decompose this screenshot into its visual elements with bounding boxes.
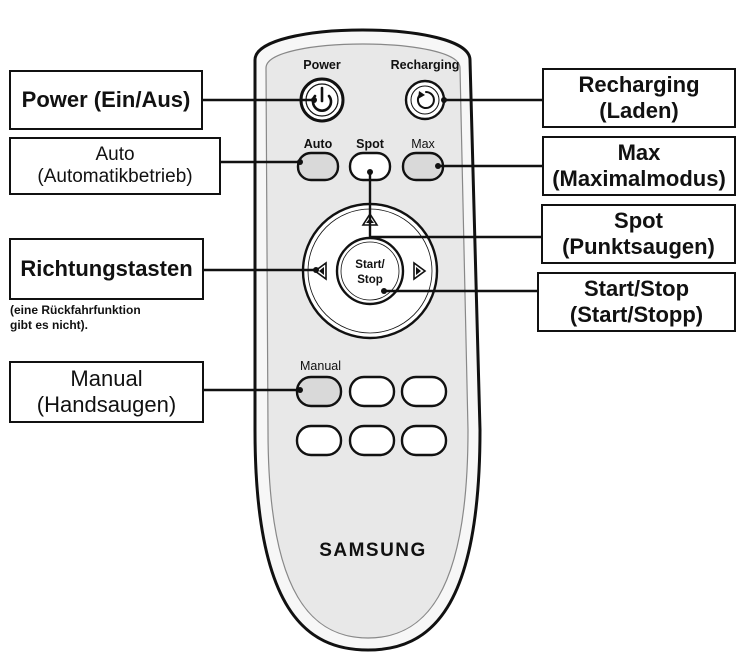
max-callout: Max (Maximalmodus) [542, 136, 736, 196]
max-key-label: Max [411, 137, 435, 151]
recharge-icon [416, 91, 435, 109]
recharging-callout-line2: (Laden) [599, 98, 679, 123]
keypad-button[interactable] [348, 424, 396, 457]
keypad-button[interactable] [400, 424, 448, 457]
recharging-callout-line1: Recharging [578, 72, 700, 97]
manual-key[interactable] [295, 375, 343, 408]
power-callout: Power (Ein/Aus) [9, 70, 203, 130]
leader-dots [297, 97, 447, 393]
max-callout-line1: Max [617, 140, 661, 165]
start-stop-key-label-line2: Stop [357, 274, 383, 286]
manual-key-label: Manual [300, 359, 341, 373]
keypad-button[interactable] [295, 424, 343, 457]
manual-callout: Manual (Handsaugen) [9, 361, 204, 423]
manual-callout-line1: Manual [70, 366, 143, 391]
direction-note: (eine Rückfahrfunktion gibt es nicht). [10, 303, 141, 333]
start-stop-callout-line1: Start/Stop [583, 276, 690, 301]
recharging-key-label: Recharging [391, 58, 460, 72]
recharging-key[interactable] [404, 79, 446, 121]
auto-callout-line1: Auto [95, 144, 135, 165]
auto-callout-line2: (Automatikbetrieb) [37, 166, 193, 187]
start-stop-callout-line2: (Start/Stopp) [569, 302, 704, 327]
auto-key[interactable] [296, 151, 340, 182]
power-callout-text: Power (Ein/Aus) [21, 87, 191, 112]
power-key[interactable] [299, 77, 345, 123]
leader-lines [203, 98, 542, 392]
manual-callout-line2: (Handsaugen) [36, 392, 177, 417]
max-callout-line2: (Maximalmodus) [552, 166, 726, 191]
direction-callout: Richtungstasten [9, 238, 204, 300]
start-stop-key[interactable] [335, 236, 405, 306]
spot-callout-line2: (Punktsaugen) [562, 234, 715, 259]
spot-callout: Spot (Punktsaugen) [541, 204, 736, 264]
direction-callout-text: Richtungstasten [20, 256, 193, 281]
direction-note-line1: (eine Rückfahrfunktion [10, 303, 141, 317]
direction-note-line2: gibt es nicht). [10, 318, 88, 332]
power-key-label: Power [303, 58, 341, 72]
spot-callout-line1: Spot [614, 208, 663, 233]
direction-left-icon[interactable] [313, 261, 327, 281]
start-stop-key-label-line1: Start/ [355, 259, 385, 271]
start-stop-key-inner-ring [340, 241, 400, 301]
auto-key-label: Auto [304, 137, 333, 151]
keypad-button[interactable] [400, 375, 448, 408]
spot-key-label: Spot [356, 137, 385, 151]
recharging-callout: Recharging (Laden) [542, 68, 736, 128]
start-stop-callout: Start/Stop (Start/Stopp) [537, 272, 736, 332]
direction-right-icon[interactable] [413, 261, 427, 281]
remote-body [253, 28, 482, 652]
samsung-logo: SAMSUNG [319, 540, 427, 561]
auto-callout: Auto (Automatikbetrieb) [9, 137, 221, 195]
keypad-button[interactable] [348, 375, 396, 408]
